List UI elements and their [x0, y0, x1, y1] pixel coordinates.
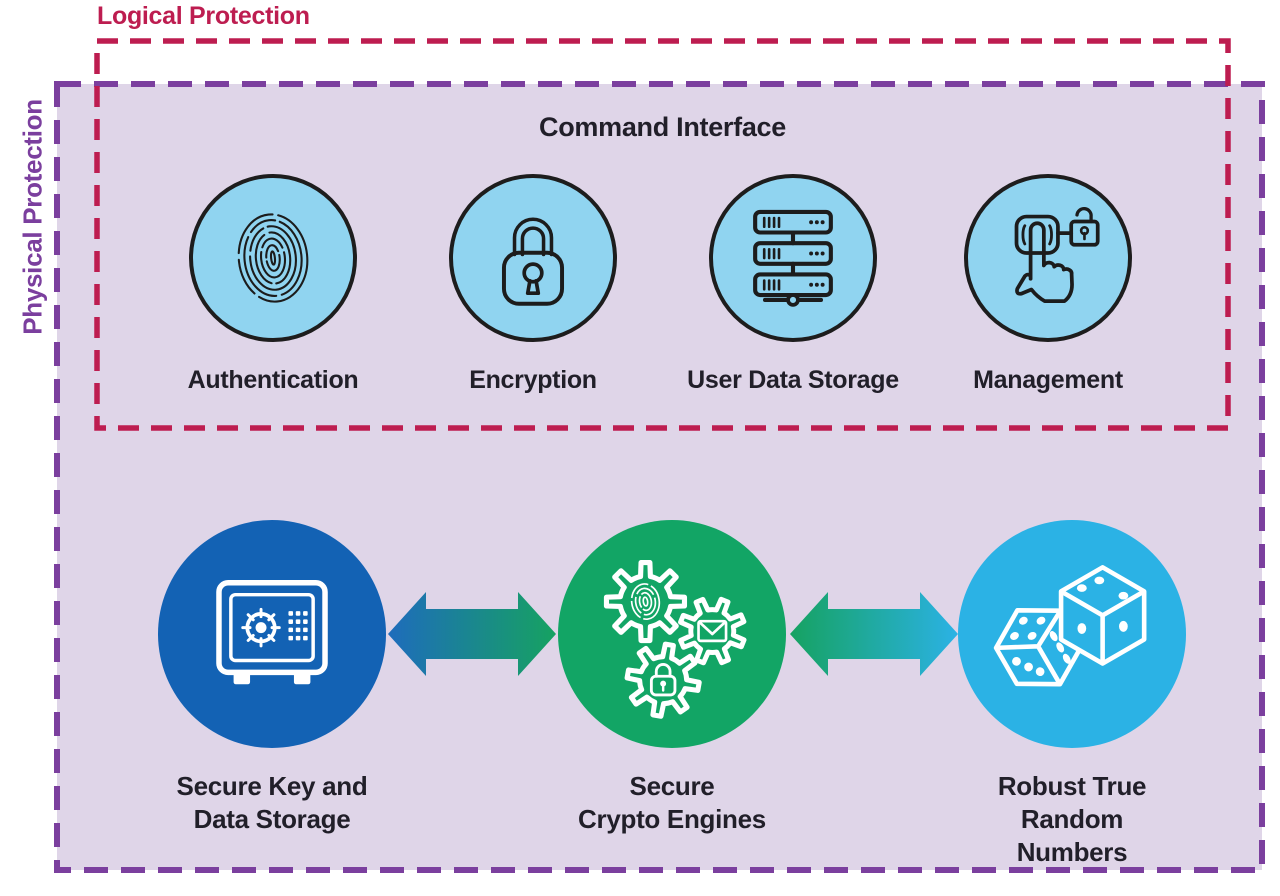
gear-padlock — [622, 639, 705, 722]
encryption-circle — [449, 174, 617, 342]
authentication-circle — [189, 174, 357, 342]
logical-protection-box — [94, 38, 1231, 431]
touch-button-lock-icon — [1014, 207, 1100, 303]
management-circle — [964, 174, 1132, 342]
secure-crypto-engines-label: Secure Crypto Engines — [578, 771, 766, 834]
secure-crypto-engines-circle — [558, 520, 786, 748]
server-stack-icon — [753, 209, 833, 307]
die-right — [1058, 565, 1147, 666]
secure-key-storage-label: Secure Key and Data Storage — [176, 771, 368, 834]
gear-padlock-glyph — [649, 663, 677, 697]
encryption-label: Encryption — [469, 366, 597, 394]
fingerprint-icon — [237, 213, 309, 303]
management-label: Management — [973, 366, 1123, 394]
gear-fingerprint — [606, 563, 684, 641]
dice-icon — [993, 565, 1147, 687]
gear-envelope-glyph — [697, 619, 728, 643]
mini-lock-body — [1069, 219, 1100, 247]
gear-fingerprint-glyph — [630, 583, 661, 621]
crypto-gears-icon — [559, 521, 785, 747]
secure-key-storage-circle — [158, 520, 386, 748]
user-data-storage-circle — [709, 174, 877, 342]
random-numbers-circle — [958, 520, 1186, 748]
command-interface-title: Command Interface — [539, 112, 786, 142]
safe-icon — [216, 580, 328, 685]
pointing-hand-shape — [1015, 221, 1074, 303]
padlock-icon — [501, 217, 565, 306]
logical-protection-label: Logical Protection — [97, 2, 310, 30]
key-storage-to-crypto-arrow — [388, 592, 556, 676]
crypto-to-random-arrow — [790, 592, 958, 676]
user-data-storage-label: User Data Storage — [687, 366, 899, 394]
authentication-label: Authentication — [187, 366, 359, 394]
physical-protection-label: Physical Protection — [17, 99, 48, 335]
random-numbers-label: Robust True Random Numbers — [997, 771, 1147, 867]
